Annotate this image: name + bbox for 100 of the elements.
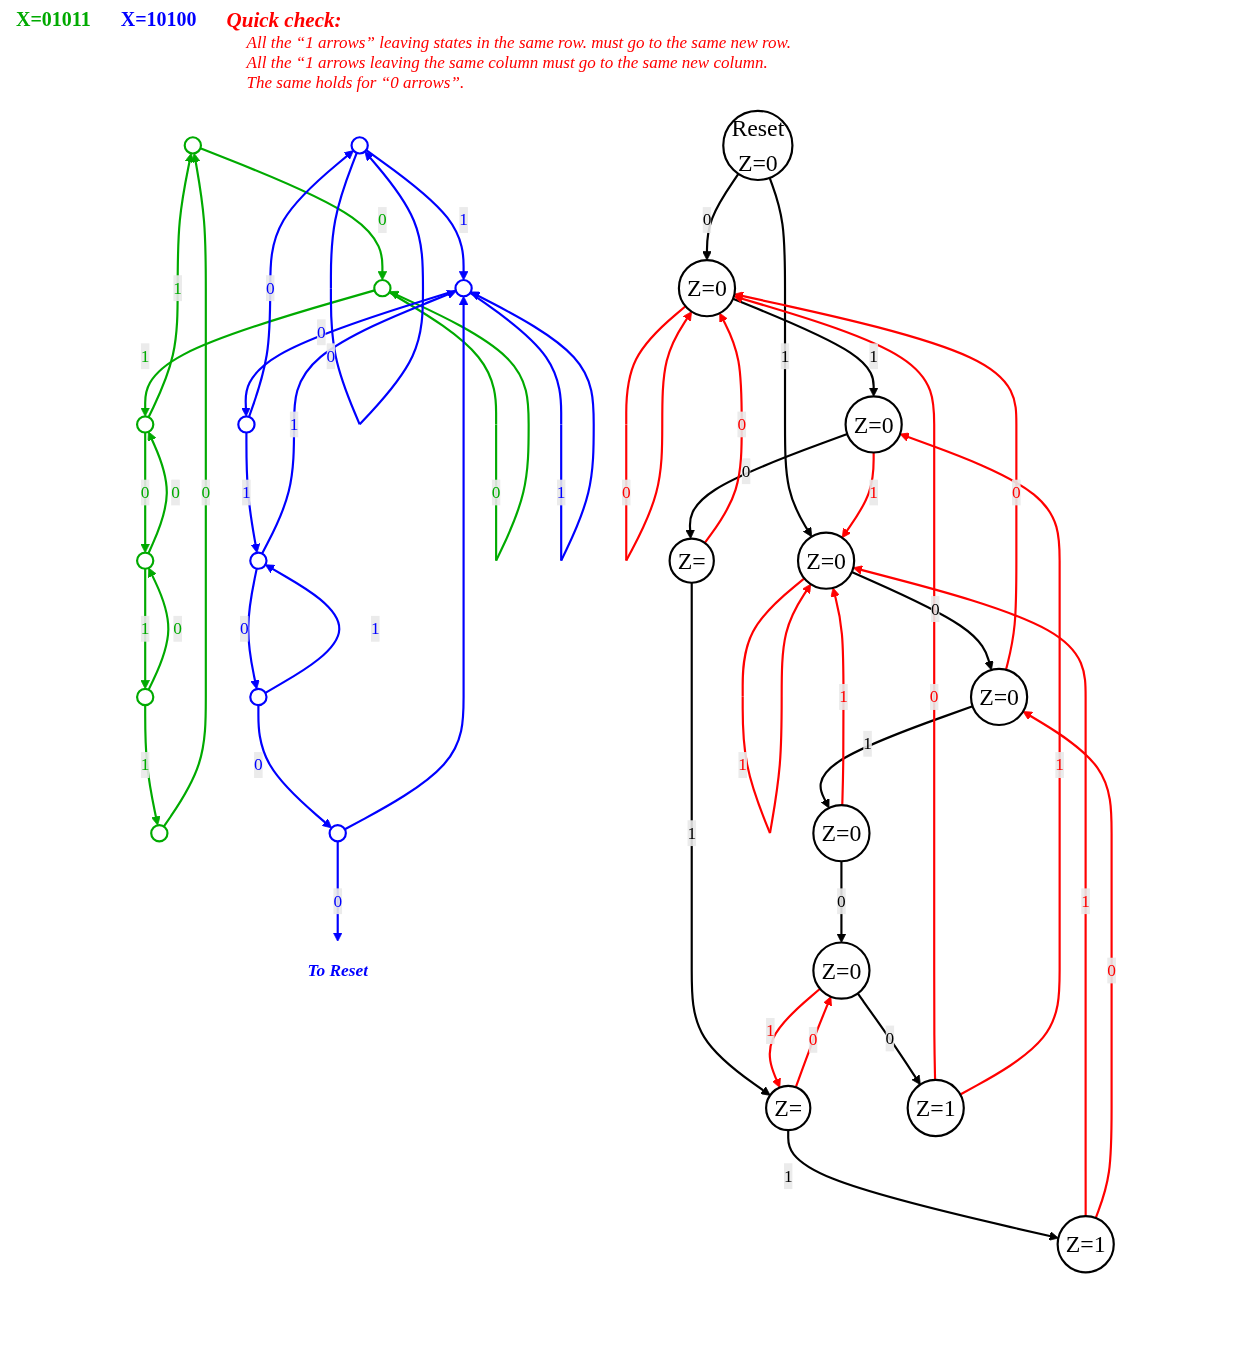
edge-label: 0 (929, 687, 939, 706)
arrow (819, 705, 973, 809)
node-circle (136, 687, 155, 707)
edge-label: 1 (140, 346, 150, 365)
edge-label: 0 (837, 891, 846, 910)
edge-label: 0 (702, 210, 712, 229)
node-text: To Reset (307, 960, 368, 980)
node-circle (454, 278, 473, 298)
edge-label: 0 (737, 414, 747, 434)
edge-label: 1 (780, 346, 790, 365)
edge-label: 0 (239, 619, 249, 638)
arrow (733, 291, 1018, 670)
arrow (257, 705, 332, 829)
node-circle: Z=0 (844, 395, 903, 454)
edge-label: 0 (333, 891, 343, 910)
arrow (200, 147, 388, 281)
note-text: The same holds for “0 arrows”. (246, 73, 466, 93)
node-circle: Z=0 (677, 259, 737, 318)
node-circle (136, 415, 155, 434)
machine-label: X=10100 (120, 8, 197, 31)
arrow (140, 568, 150, 690)
arrow (768, 987, 821, 1088)
edge-label: 0 (808, 1030, 818, 1049)
edge-label: 1 (869, 346, 878, 365)
edge-label: 0 (171, 482, 180, 502)
arrow (733, 294, 937, 1080)
node-circle: Z=0 (812, 941, 871, 1000)
edge-label: 1 (869, 482, 878, 502)
arrow (147, 431, 168, 554)
arrow (332, 841, 343, 942)
edge-label: 1 (863, 733, 872, 753)
node-circle: Reset Z=0 (722, 109, 794, 182)
arrow (851, 571, 994, 671)
edge-label: 0 (265, 278, 275, 297)
edge-label: 1 (783, 1166, 793, 1185)
arrow (247, 568, 260, 690)
edge-label: 0 (317, 322, 326, 341)
edge-label: 1 (687, 823, 697, 842)
arrow (787, 1130, 1059, 1241)
edge-label: 1 (738, 755, 748, 774)
arrow (703, 312, 743, 544)
edge-label: 0 (491, 482, 501, 502)
node-circle: Z= (765, 1084, 812, 1132)
edge-label: 0 (254, 755, 263, 774)
node-circle (183, 136, 203, 155)
arrow (794, 996, 832, 1088)
arrow (140, 432, 150, 553)
node-circle: Z=1 (1056, 1215, 1115, 1274)
arrow (852, 565, 1087, 1217)
edge-label: 0 (1107, 960, 1116, 980)
edge-label: 0 (378, 210, 387, 229)
node-circle (136, 551, 155, 570)
edge-label: 1 (140, 619, 150, 638)
edge-label: 0 (621, 482, 631, 502)
node-circle: Z=1 (906, 1078, 965, 1138)
node-circle (249, 687, 268, 707)
edge-label: 1 (289, 414, 299, 434)
edge-label: 0 (326, 346, 336, 365)
edge-label: 1 (459, 210, 468, 229)
arrow (836, 861, 847, 943)
edge-label: 1 (173, 278, 182, 297)
note-heading: Quick check: (226, 8, 343, 33)
edge-label: 0 (201, 482, 211, 502)
arrow (163, 152, 207, 828)
edge-label: 0 (173, 619, 182, 638)
arrow (147, 567, 170, 691)
arrow (264, 564, 341, 694)
edge-label: 0 (140, 482, 150, 502)
node-circle (328, 823, 347, 843)
edge-label: 0 (930, 599, 940, 618)
node-circle (237, 415, 256, 434)
edge-label: 1 (370, 619, 380, 638)
note-text: All the “1 arrows” leaving states in the same row. must go to the same new row. (246, 33, 791, 53)
node-circle: Z=0 (812, 804, 871, 863)
edge-label: 0 (1012, 482, 1021, 502)
arrow (702, 173, 740, 261)
node-circle: Z=0 (969, 667, 1029, 727)
edge-label: 1 (242, 482, 251, 502)
edge-label: 1 (1081, 891, 1090, 910)
node-circle (249, 551, 268, 570)
arrow (1022, 711, 1113, 1219)
edge-label: 1 (140, 755, 150, 774)
edge-label: 1 (839, 687, 848, 706)
node-circle: Z= (668, 537, 715, 584)
arrow (344, 295, 469, 831)
arrow (856, 992, 921, 1085)
edge-label: 0 (885, 1028, 895, 1048)
edge-label: 1 (766, 1021, 775, 1040)
arrow (899, 432, 1061, 1096)
arrow (365, 149, 469, 281)
arrow (830, 587, 845, 806)
edge-label: 1 (556, 482, 566, 502)
arrow (685, 433, 848, 539)
arrow (248, 150, 354, 418)
node-circle (350, 136, 369, 155)
edge-label: 1 (1055, 755, 1064, 774)
node-circle: Z=0 (796, 531, 856, 590)
arrow (732, 297, 879, 397)
edge-label: 0 (741, 461, 751, 480)
arrow (768, 177, 813, 538)
